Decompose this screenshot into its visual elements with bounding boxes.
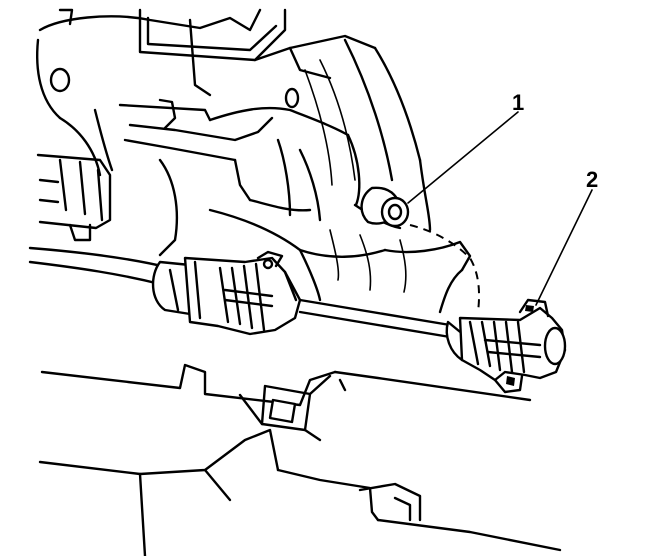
callout-1-leader	[407, 111, 519, 204]
callout-1-label: 1	[512, 90, 524, 115]
callout-2-leader	[535, 189, 593, 306]
cable-mid-clip	[151, 250, 302, 336]
transmission-housing	[36, 8, 432, 257]
shift-cable	[28, 246, 452, 339]
cable-bushing	[360, 186, 410, 228]
callout-2-label: 2	[586, 167, 598, 192]
left-cable-bracket	[36, 153, 112, 242]
alignment-dashed-line	[409, 224, 480, 313]
cable-end-terminal	[445, 298, 567, 394]
shift-lever-boot	[208, 203, 472, 314]
lower-floor-pan	[38, 363, 562, 556]
